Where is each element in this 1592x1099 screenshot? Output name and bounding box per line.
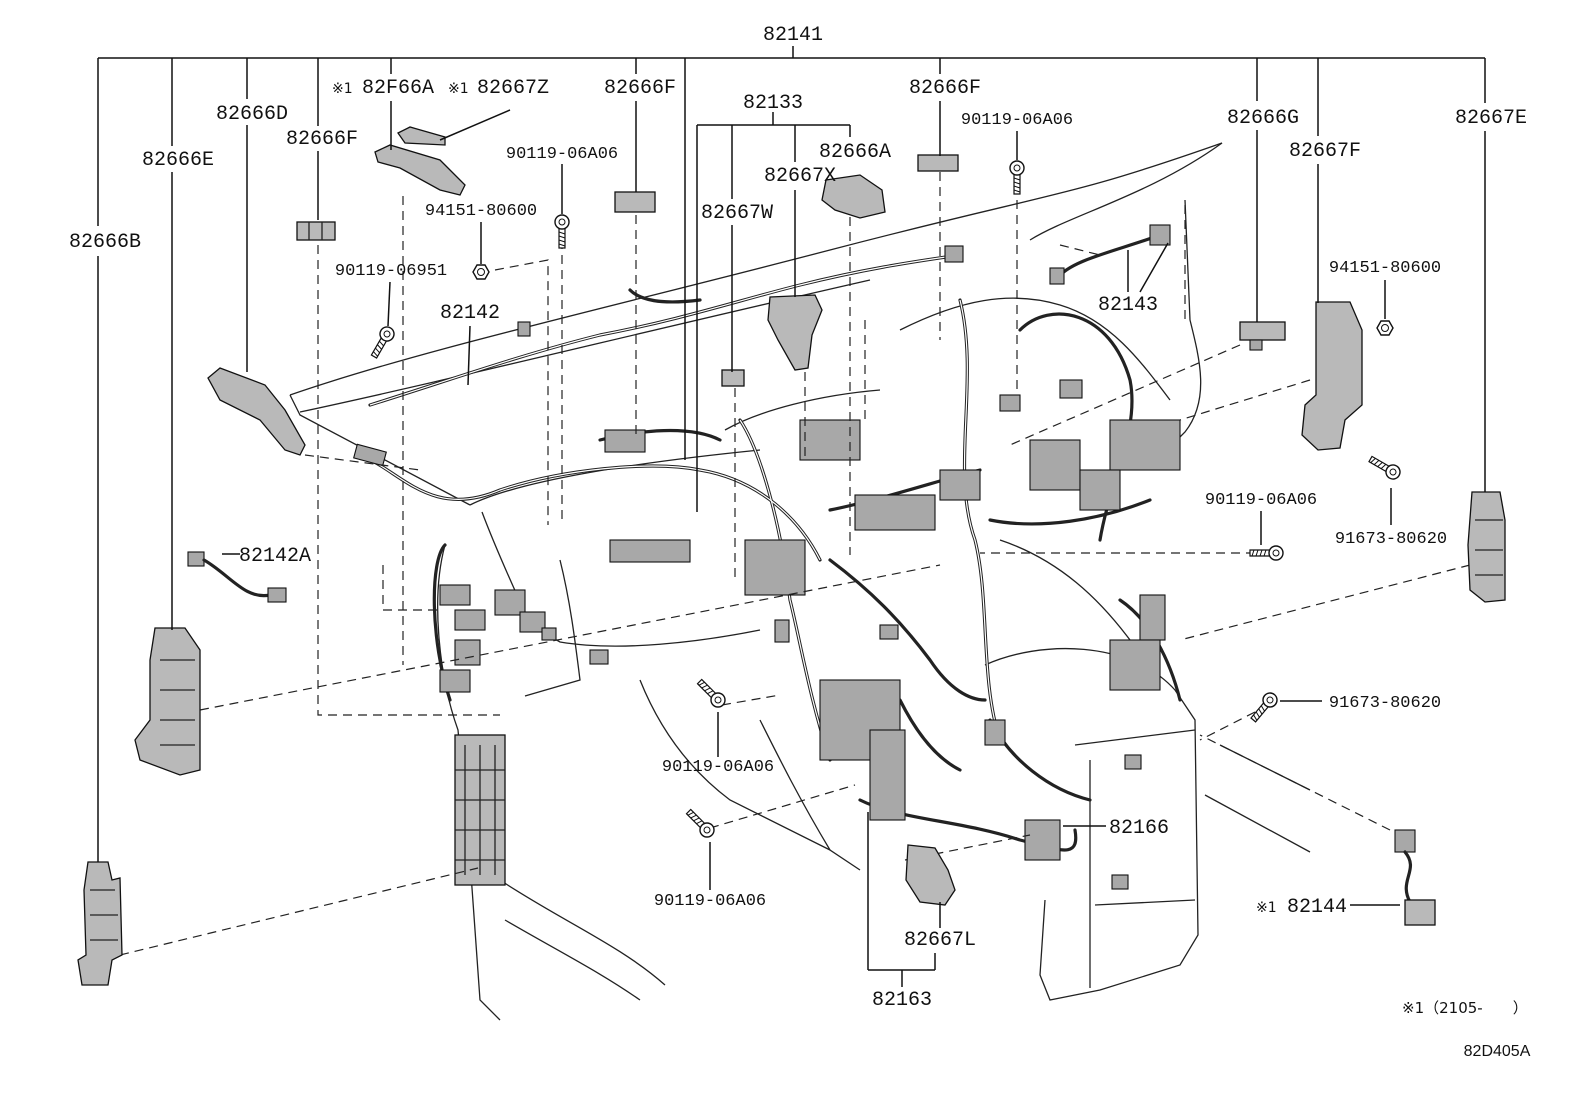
label-90119-06A06-center: 90119-06A06: [662, 758, 774, 777]
label-82666A: 82666A: [819, 141, 891, 164]
part-82667W-clamp: [721, 369, 745, 387]
nut-94151-80600-left: [472, 264, 490, 280]
part-82142A-wire: [187, 551, 287, 603]
part-82666E-bracket: [134, 627, 201, 776]
part-82666F-clamp-left: [296, 221, 336, 241]
part-82143-wire: [1049, 224, 1171, 285]
label-82143: 82143: [1098, 294, 1158, 317]
bolt-90119-06A06-bottom: [682, 805, 718, 841]
label-90119-06951: 90119-06951: [335, 262, 447, 281]
label-91673-80620-lower: 91673-80620: [1329, 694, 1441, 713]
assembly-number-82141: 82141: [763, 24, 823, 47]
note-mark-82144: ※1: [1256, 900, 1277, 916]
label-82666F-mid: 82666F: [604, 77, 676, 100]
part-82666A-relay: [821, 174, 886, 219]
label-82667E: 82667E: [1455, 107, 1527, 130]
label-82666F-right: 82666F: [909, 77, 981, 100]
label-82144: 82144: [1287, 896, 1347, 919]
label-82666B: 82666B: [69, 231, 141, 254]
label-94151-80600-right: 94151-80600: [1329, 259, 1441, 278]
label-82666D: 82666D: [216, 103, 288, 126]
bolt-90119-06A06-right: [1249, 545, 1284, 561]
bolt-90119-06A06-top: [554, 214, 570, 249]
part-82667E-bracket: [1467, 491, 1506, 603]
note-mark-82F66A: ※1: [332, 81, 353, 97]
label-82166: 82166: [1109, 817, 1169, 840]
part-82667F-bracket: [1301, 301, 1363, 451]
label-82666F-left: 82666F: [286, 128, 358, 151]
label-82667F: 82667F: [1289, 140, 1361, 163]
part-82666B-bracket: [77, 861, 123, 986]
footnote-applicability: ※1（2105- ）: [1402, 999, 1528, 1017]
label-90119-06A06-right-top: 90119-06A06: [961, 111, 1073, 130]
dashed-guides: [119, 172, 1471, 956]
part-82667L-bracket: [905, 844, 956, 906]
harness-82142: [353, 245, 964, 467]
sub-assembly-number-82133: 82133: [743, 92, 803, 115]
bolt-90119-06951: [367, 323, 398, 361]
note-mark-82667Z: ※1: [448, 81, 469, 97]
label-82F66A: 82F66A: [362, 77, 434, 100]
label-82666G: 82666G: [1227, 107, 1299, 130]
label-90119-06A06-right: 90119-06A06: [1205, 491, 1317, 510]
part-82666F-clamp-right: [917, 154, 959, 172]
label-82142: 82142: [440, 302, 500, 325]
part-82144-sensor-wire: [1394, 829, 1436, 926]
label-94151-80600-left: 94151-80600: [425, 202, 537, 221]
label-82667L: 82667L: [904, 929, 976, 952]
illustration-code: 82D405A: [1464, 1043, 1531, 1060]
label-82163: 82163: [872, 989, 932, 1012]
connectors: [439, 379, 1181, 890]
part-82F66A-bracket: [374, 144, 466, 196]
part-82666F-clamp-mid: [614, 191, 656, 213]
part-82667X-bracket: [767, 294, 823, 371]
bolt-90119-06A06-center: [693, 675, 729, 711]
bolt-91673-80620-upper: [1366, 452, 1404, 483]
part-82666G-clamp: [1239, 321, 1286, 351]
label-90119-06A06-bottom: 90119-06A06: [654, 892, 766, 911]
label-82667Z: 82667Z: [477, 77, 549, 100]
nut-94151-80600-right: [1376, 320, 1394, 336]
label-91673-80620-upper: 91673-80620: [1335, 530, 1447, 549]
part-82666D-bracket: [207, 367, 306, 456]
label-82667X: 82667X: [764, 165, 836, 188]
callout-labels: 82141 82666B 82666E 82666D 82666F ※1 82F…: [69, 24, 1531, 1060]
leader-lines: [97, 46, 1486, 987]
label-82666E: 82666E: [142, 149, 214, 172]
bolt-91673-80620-lower: [1247, 689, 1281, 726]
label-82667W: 82667W: [701, 202, 773, 225]
junction-block: [454, 734, 506, 886]
part-82667Z-clamp: [397, 126, 446, 146]
bolt-90119-06A06-right-top: [1009, 160, 1025, 195]
label-90119-06A06-top: 90119-06A06: [506, 145, 618, 164]
label-82142A: 82142A: [239, 545, 311, 568]
instrument-panel-outline: [289, 142, 1311, 1021]
